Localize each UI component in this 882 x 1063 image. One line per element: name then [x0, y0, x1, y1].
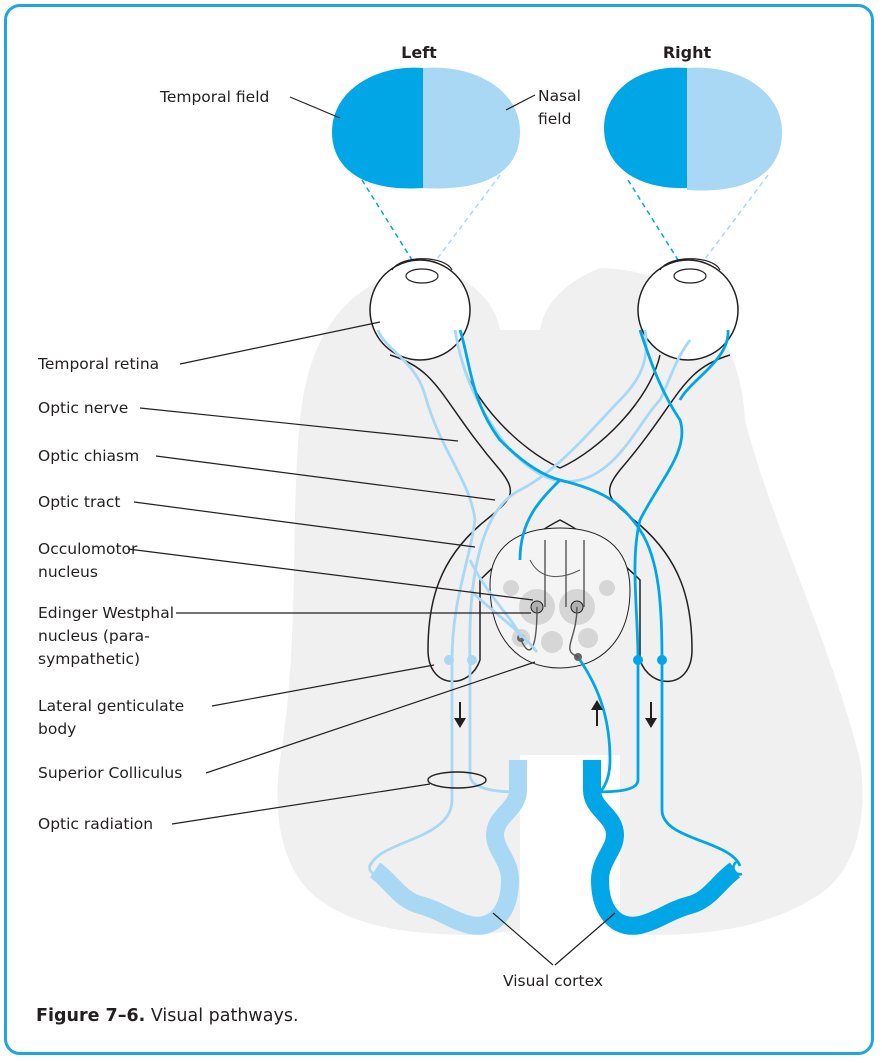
nucleus-dot [503, 580, 519, 596]
label-lgb-1: Lateral genticulate [38, 697, 184, 715]
left-nasal-field [423, 68, 520, 189]
label-optic-tract: Optic tract [38, 493, 120, 511]
caption-text: Visual pathways. [145, 1006, 298, 1026]
label-occulomotor-1: Occulomotor [38, 540, 138, 558]
label-lgb-2: body [38, 720, 76, 738]
label-optic-nerve: Optic nerve [38, 399, 128, 417]
nucleus-dot [578, 628, 598, 648]
label-temporal-retina: Temporal retina [37, 355, 159, 373]
leader-visual-cortex-right [555, 913, 615, 965]
label-temporal-field: Temporal field [159, 88, 269, 106]
leader-temporal-field [290, 97, 340, 118]
left-temporal-field [332, 68, 423, 189]
figure-caption: Figure 7–6. Visual pathways. [36, 1006, 299, 1026]
right-nasal-field [687, 68, 782, 191]
caption-number: Figure 7–6. [36, 1006, 145, 1026]
right-temporal-field [604, 68, 687, 189]
label-edinger-1: Edinger Westphal [38, 604, 174, 622]
label-nasal-field-2: field [538, 110, 571, 128]
label-occulomotor-2: nucleus [38, 563, 98, 581]
left-eye [370, 259, 470, 360]
nucleus-dot [541, 631, 563, 653]
label-superior-colliculus: Superior Colliculus [38, 764, 182, 782]
label-optic-radiation: Optic radiation [38, 815, 153, 833]
label-nasal-field-1: Nasal [538, 87, 581, 105]
label-edinger-2: nucleus (para- [38, 627, 150, 645]
header-left: Left [401, 43, 437, 62]
nucleus-dot [599, 580, 615, 596]
label-visual-cortex: Visual cortex [503, 972, 603, 990]
label-edinger-3: sympathetic) [38, 650, 140, 668]
header-right: Right [663, 43, 712, 62]
leader-visual-cortex-left [493, 913, 553, 965]
label-optic-chiasm: Optic chiasm [38, 447, 139, 465]
